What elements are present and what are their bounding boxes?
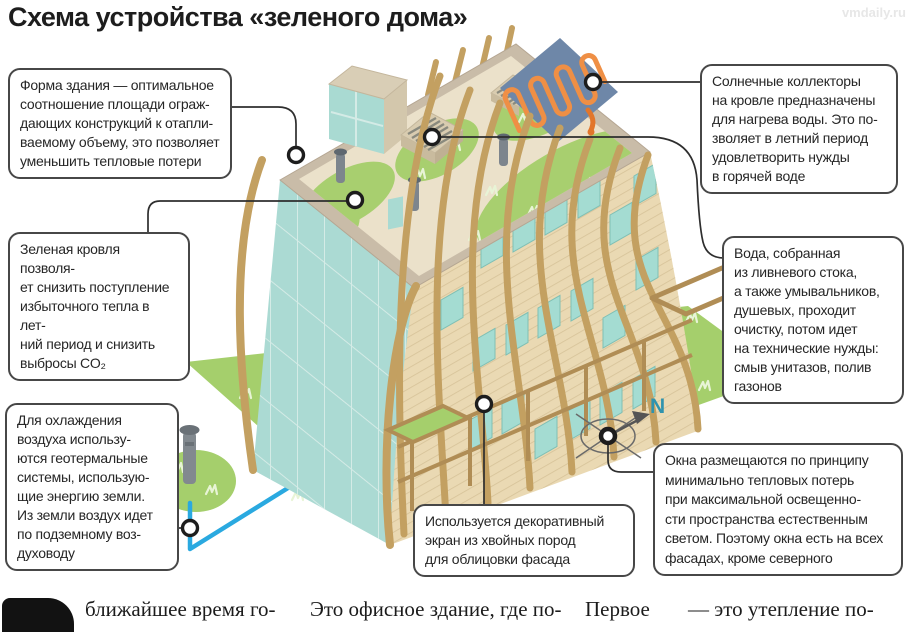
callout-water-recycling: Вода, собранная из ливневого стока, а та… <box>722 236 904 404</box>
callout-solar-collectors: Солнечные коллекторы на кровле предназна… <box>700 64 898 194</box>
connector-dot-solar <box>583 72 603 92</box>
page-title: Схема устройства «зеленого дома» <box>8 2 468 32</box>
callout-geothermal: Для охлаждения воздуха использу- ются ге… <box>5 403 179 571</box>
article-fragment: ближайшее время го- <box>85 597 276 621</box>
compass-arrow <box>632 411 650 424</box>
building-illustration: N <box>147 25 782 552</box>
connector-dot-building-shape <box>286 145 306 165</box>
callout-green-roof: Зеленая кровля позволя- ет снизить посту… <box>8 232 190 381</box>
connector-dot-screen <box>474 394 494 414</box>
connector-dots <box>180 72 618 538</box>
connector-dot-geothermal <box>180 518 200 538</box>
connector-dot-compass <box>598 426 618 446</box>
callout-connectors <box>147 81 725 529</box>
geothermal-vent-pipe <box>179 425 200 484</box>
site-watermark: vmdaily.ru <box>841 5 906 20</box>
article-fragment: Это офисное здание, где по- <box>310 597 562 621</box>
trellis-green-platform <box>383 403 473 445</box>
drop-cap <box>2 598 74 632</box>
glass-facade-west <box>235 156 414 545</box>
connector-dot-green-roof <box>345 190 365 210</box>
callout-decorative-screen: Используется декоративный экран из хвойн… <box>413 504 635 577</box>
callout-windows: Окна размещаются по принципу минимально … <box>653 443 903 576</box>
roof-tower <box>327 65 409 230</box>
article-fragment: Первое <box>585 597 650 621</box>
article-fragment: — это утепление по- <box>688 597 874 621</box>
connector-dot-water <box>422 127 442 147</box>
wood-rib-front-corner <box>382 282 420 549</box>
wood-rib-left-corner <box>235 156 266 474</box>
tower-window <box>388 196 403 230</box>
article-text-strip: ближайшее время го- Это офисное здание, … <box>0 596 910 636</box>
compass-icon: N <box>575 395 665 459</box>
compass-north-label: N <box>650 395 665 418</box>
callout-building-shape: Форма здания — оптимальное соотношение п… <box>8 68 232 179</box>
